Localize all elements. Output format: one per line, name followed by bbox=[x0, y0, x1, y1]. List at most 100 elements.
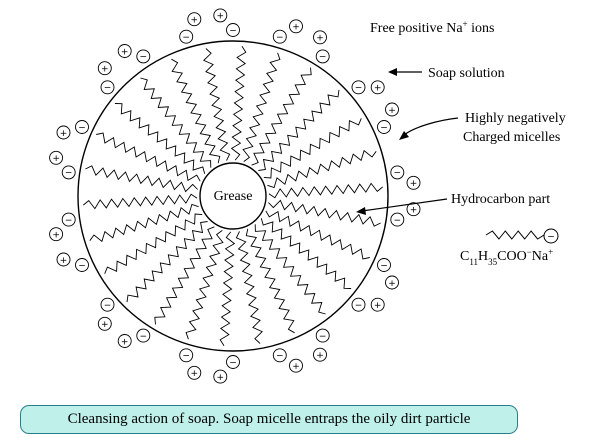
hydrocarbon-chain bbox=[154, 226, 215, 325]
negative-sign: − bbox=[104, 301, 112, 311]
soap-solution-label: Soap solution bbox=[428, 66, 505, 81]
hydrocarbon-chain bbox=[230, 46, 247, 161]
positive-sign: + bbox=[217, 373, 225, 383]
hydrocarbon-chain bbox=[260, 218, 352, 289]
carboxylate-ion: − bbox=[179, 29, 194, 44]
sodium-ion: + bbox=[187, 365, 202, 380]
sodium-ion: + bbox=[117, 334, 132, 348]
positive-sign: + bbox=[101, 320, 109, 330]
sodium-ion: + bbox=[370, 297, 385, 312]
positive-sign: + bbox=[52, 154, 60, 164]
positive-sign: + bbox=[60, 256, 68, 266]
negative-sign: − bbox=[229, 358, 237, 368]
carboxylate-ion: − bbox=[315, 49, 330, 64]
carboxylate-ion: − bbox=[75, 120, 89, 134]
sodium-ion: + bbox=[97, 316, 112, 331]
positive-sign: + bbox=[121, 337, 129, 347]
sodium-ion: + bbox=[385, 102, 399, 117]
positive-sign: + bbox=[316, 34, 324, 44]
grease-label: Grease bbox=[214, 189, 253, 204]
positive-sign: + bbox=[374, 301, 382, 311]
sodium-ion: + bbox=[289, 358, 303, 373]
free-ions-label: Free positive Na+ ions bbox=[370, 19, 494, 36]
sodium-ion: + bbox=[406, 202, 421, 217]
positive-sign: + bbox=[388, 279, 396, 289]
carboxylate-ion: − bbox=[390, 212, 405, 227]
negative-sign: − bbox=[319, 332, 327, 342]
micelles-label-line2: Charged micelles bbox=[463, 130, 560, 145]
carboxylate-ion: − bbox=[75, 258, 89, 272]
sodium-ion: + bbox=[49, 227, 64, 242]
sodium-ion: + bbox=[370, 80, 385, 95]
sodium-ion: + bbox=[213, 8, 228, 23]
hydrocarbon-label: Hydrocarbon part bbox=[451, 192, 550, 207]
hydrocarbon-chain bbox=[242, 52, 281, 162]
carboxylate-ion: − bbox=[377, 120, 391, 134]
carboxylate-ion: − bbox=[315, 328, 330, 343]
carboxylate-ion: − bbox=[226, 355, 240, 369]
carboxylate-ion: − bbox=[179, 348, 194, 363]
positive-sign: + bbox=[292, 23, 300, 33]
negative-sign: − bbox=[380, 123, 388, 133]
positive-sign: + bbox=[374, 84, 382, 94]
sodium-ion: + bbox=[187, 12, 202, 27]
negative-sign: − bbox=[182, 33, 190, 43]
carboxylate-ion: − bbox=[100, 297, 115, 312]
hydrocarbon-chain bbox=[265, 210, 370, 260]
positive-sign: + bbox=[52, 231, 60, 241]
negative-sign: − bbox=[65, 216, 73, 226]
positive-sign: + bbox=[316, 351, 324, 361]
negative-sign: − bbox=[140, 53, 148, 63]
negative-sign: − bbox=[276, 33, 284, 43]
micelle-outer-boundary bbox=[77, 40, 389, 352]
carboxylate-ion: − bbox=[61, 212, 76, 227]
hydrocarbon-chain bbox=[140, 77, 212, 168]
micelles-arrow bbox=[399, 117, 459, 140]
positive-sign: + bbox=[191, 369, 199, 379]
negative-sign: − bbox=[319, 53, 327, 63]
hydrocarbon-arrow bbox=[356, 198, 448, 215]
negative-sign: − bbox=[78, 123, 86, 133]
hydrocarbon-chain bbox=[263, 118, 362, 179]
sodium-ion: + bbox=[56, 252, 71, 267]
hydrocarbon-chain bbox=[171, 58, 221, 164]
carboxylate-ion: − bbox=[136, 49, 151, 64]
carboxylate-ion: − bbox=[351, 297, 366, 312]
positive-sign: + bbox=[388, 106, 396, 116]
carboxylate-ion: − bbox=[136, 328, 151, 343]
negative-sign: − bbox=[355, 84, 363, 94]
hydrocarbon-chain bbox=[203, 48, 231, 161]
carboxylate-ion: − bbox=[272, 348, 287, 363]
hydrocarbon-chain bbox=[114, 103, 206, 174]
hydrocarbon-chain bbox=[83, 193, 198, 210]
hydrocarbon-chain bbox=[245, 228, 295, 334]
negative-sign: − bbox=[276, 352, 284, 362]
positive-sign: + bbox=[410, 206, 418, 216]
hydrocarbon-chain bbox=[96, 132, 201, 182]
hydrocarbon-chain bbox=[104, 213, 203, 274]
carboxylate-ion: − bbox=[390, 165, 405, 180]
positive-sign: + bbox=[121, 47, 129, 57]
carboxylate-ion: − bbox=[272, 29, 287, 44]
figure-caption: Cleansing action of soap. Soap micelle e… bbox=[20, 405, 518, 434]
hydrocarbon-chain bbox=[85, 165, 198, 193]
negative-sign: − bbox=[78, 261, 86, 271]
negative-sign: − bbox=[355, 301, 363, 311]
soap-formula: C11H35COO−Na+ bbox=[460, 247, 553, 267]
negative-sign: − bbox=[65, 169, 73, 179]
sodium-ion: + bbox=[406, 175, 421, 190]
carboxylate-ion: − bbox=[61, 165, 76, 180]
negative-sign: − bbox=[140, 332, 148, 342]
hydrocarbon-chain bbox=[251, 67, 312, 166]
sodium-ion: + bbox=[213, 369, 228, 384]
hydrocarbon-chain bbox=[267, 149, 377, 189]
surface-ions: −+−+−+−+−+−+−+−+−+−+−+−+−+−+−+−+−+−+−+−+… bbox=[49, 8, 421, 384]
positive-sign: + bbox=[217, 12, 225, 22]
hydrocarbon-chain bbox=[268, 182, 383, 199]
hydrocarbon-chain bbox=[89, 203, 199, 243]
sodium-ion: + bbox=[289, 19, 303, 34]
legend-negative-sign: − bbox=[547, 233, 555, 243]
carboxylate-ion: − bbox=[377, 258, 391, 272]
sodium-ion: + bbox=[313, 30, 327, 45]
negative-sign: − bbox=[104, 84, 112, 94]
